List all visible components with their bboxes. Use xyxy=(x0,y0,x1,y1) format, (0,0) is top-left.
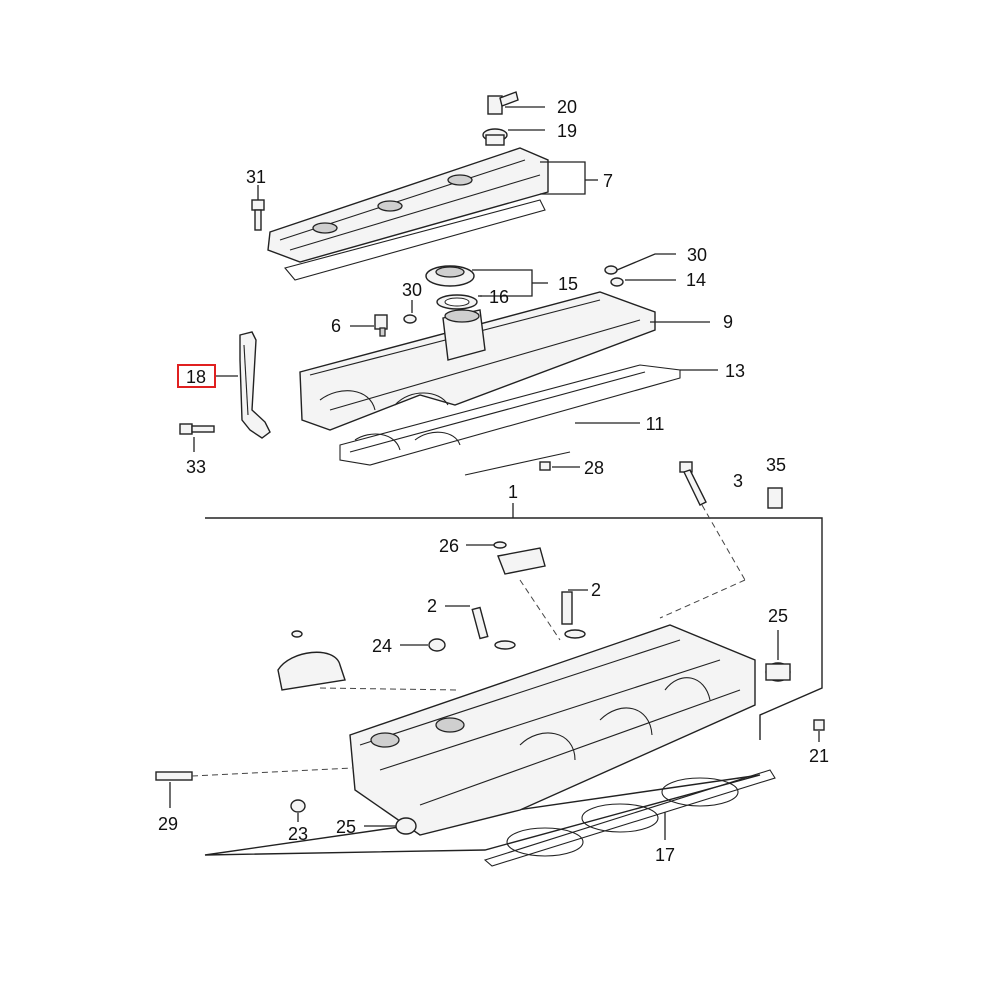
pcv-fitting xyxy=(487,91,519,115)
label-30b: 30 xyxy=(687,245,707,265)
bolt-31 xyxy=(251,199,265,231)
label-15: 15 xyxy=(558,274,578,294)
seal-2b xyxy=(564,629,586,639)
label-25a: 25 xyxy=(768,606,788,626)
label-20: 20 xyxy=(557,97,577,117)
cam-cap-26 xyxy=(493,541,546,575)
seal-2a xyxy=(494,640,516,650)
guide-2a xyxy=(471,606,489,640)
leader-7 xyxy=(540,161,586,195)
highlight-box-18 xyxy=(177,364,216,388)
label-35: 35 xyxy=(766,455,786,475)
gasket-13 xyxy=(339,364,681,466)
label-24: 24 xyxy=(372,636,392,656)
gasket-11 xyxy=(464,451,571,476)
plug-21 xyxy=(813,719,825,731)
label-9: 9 xyxy=(723,312,733,332)
seal-16 xyxy=(436,294,478,310)
bolt-28 xyxy=(539,461,551,471)
plug-24 xyxy=(428,638,446,652)
filler-neck-15 xyxy=(425,265,475,287)
front-cam-cap xyxy=(277,651,346,691)
label-14: 14 xyxy=(686,270,706,290)
label-17: 17 xyxy=(655,845,675,865)
label-18: 18 xyxy=(186,367,206,387)
stud-3 xyxy=(679,461,707,506)
sensor-6 xyxy=(374,314,388,337)
label-29: 29 xyxy=(158,814,178,834)
plug-25-right xyxy=(765,662,791,682)
label-2a: 2 xyxy=(427,596,437,616)
oil-filler-cap xyxy=(482,128,508,146)
label-16: 16 xyxy=(489,287,509,307)
label-31: 31 xyxy=(246,167,266,187)
label-28: 28 xyxy=(584,458,604,478)
label-3: 3 xyxy=(733,471,743,491)
label-25b: 25 xyxy=(336,817,356,837)
label-7: 7 xyxy=(603,171,613,191)
label-26: 26 xyxy=(439,536,459,556)
label-30a: 30 xyxy=(402,280,422,300)
label-1: 1 xyxy=(508,482,518,502)
label-19: 19 xyxy=(557,121,577,141)
label-13: 13 xyxy=(725,361,745,381)
sleeve-35 xyxy=(767,487,783,509)
cylinder-head xyxy=(349,624,756,836)
head-gasket-17 xyxy=(483,769,776,867)
washer-14 xyxy=(610,277,624,287)
washer-30b xyxy=(604,265,618,275)
guide-2b xyxy=(561,591,573,625)
valve-cover xyxy=(267,147,549,281)
label-23: 23 xyxy=(288,824,308,844)
plug-25-bottom xyxy=(395,817,417,835)
label-33: 33 xyxy=(186,457,206,477)
camshaft-housing xyxy=(299,291,656,431)
bracket-18 xyxy=(239,331,271,439)
label-6: 6 xyxy=(331,316,341,336)
label-21: 21 xyxy=(809,746,829,766)
label-11: 11 xyxy=(646,414,665,434)
plug-23 xyxy=(290,799,306,813)
dowel-29 xyxy=(155,771,193,781)
label-2b: 2 xyxy=(591,580,601,600)
washer-30a xyxy=(403,314,417,324)
bolt-33 xyxy=(179,423,215,435)
